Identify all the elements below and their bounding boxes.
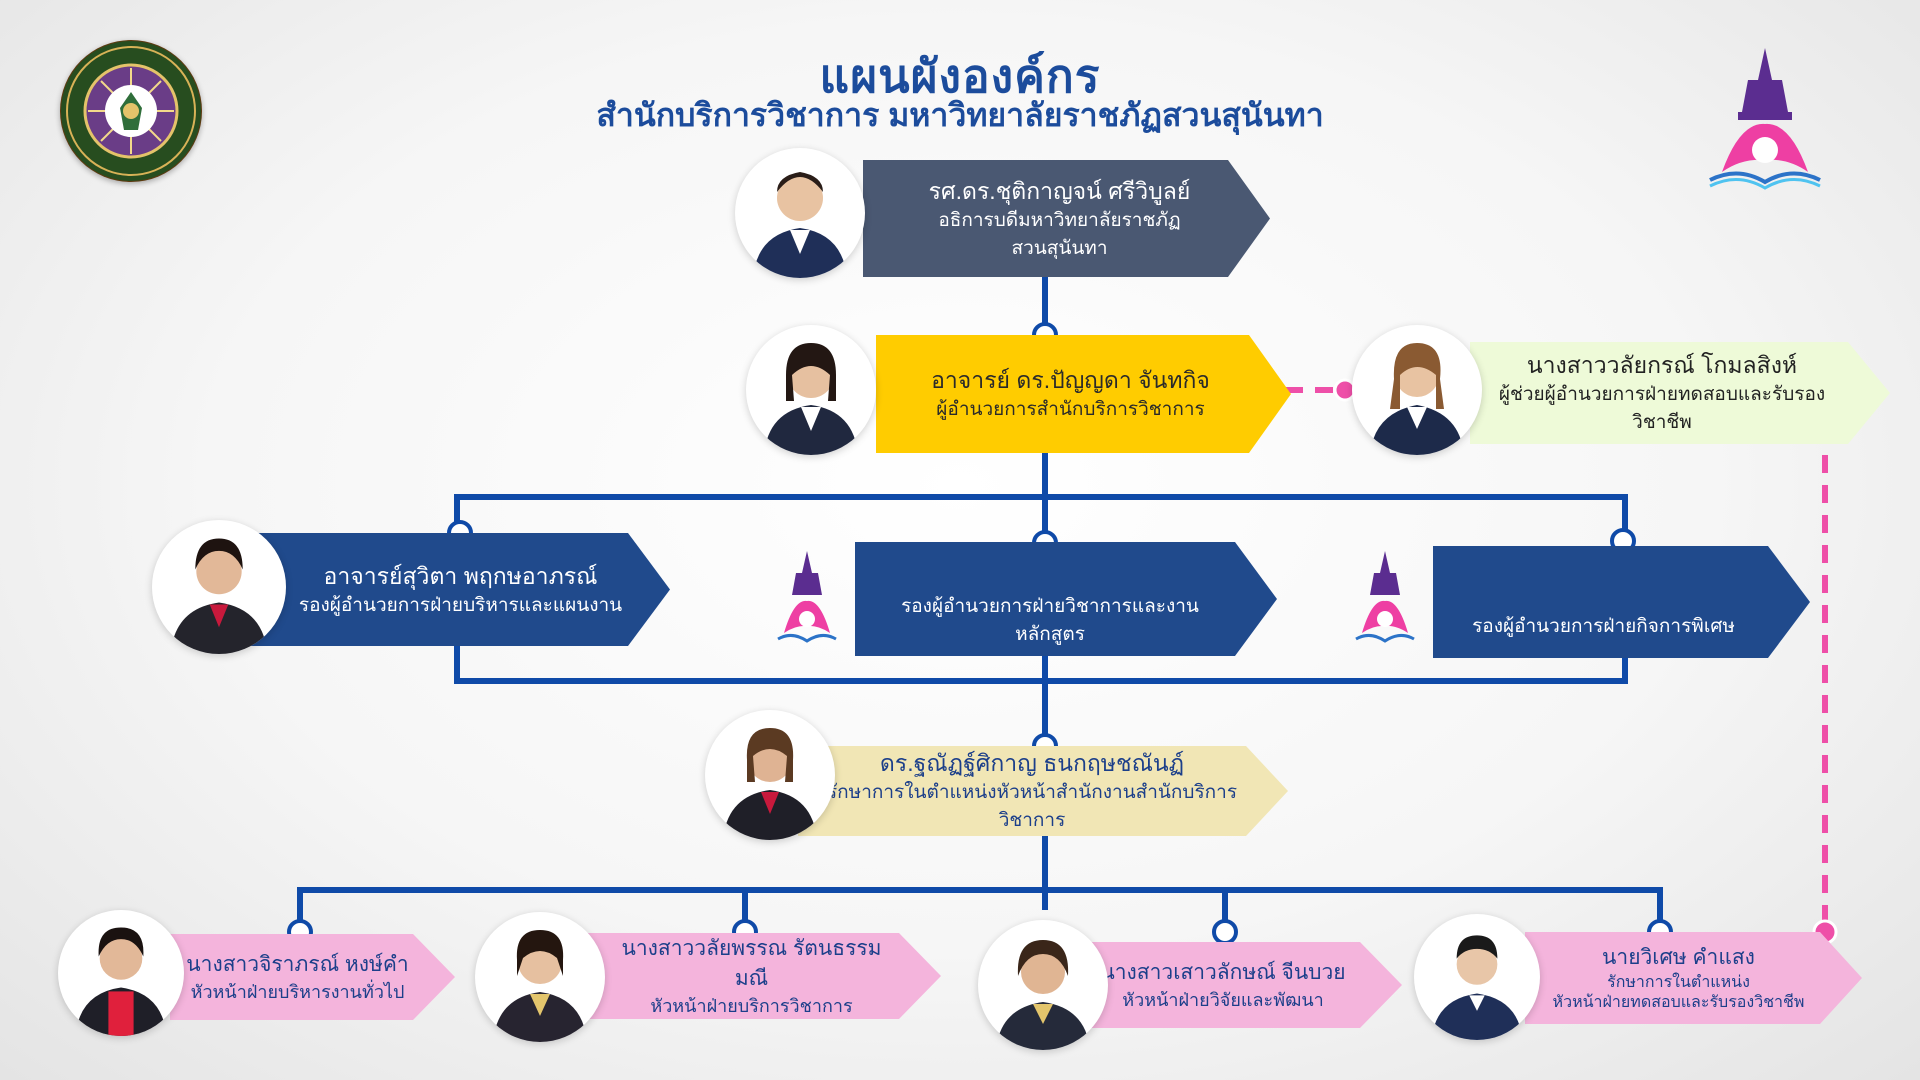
node-staff-academic-service: นางสาววลัยพรรณ รัตนธรรมมณี หัวหน้าฝ่ายบร… (586, 933, 941, 1019)
office-logo-placeholder (1340, 545, 1430, 655)
avatar-staff-general-admin (58, 910, 184, 1036)
avatar-staff-research (978, 920, 1108, 1050)
node-office-head: ดร.ฐณัฏฐ์ศิกาญ ธนกฤษชณันฏ์ รักษาการในตำแ… (798, 746, 1288, 836)
avatar-director (746, 325, 876, 455)
director-position: ผู้อำนวยการสำนักบริการวิชาการ (936, 399, 1205, 420)
page-subtitle: สำนักบริการวิชาการ มหาวิทยาลัยราชภัฏสวนส… (596, 97, 1324, 133)
assistant-director-position: ผู้ช่วยผู้อำนวยการฝ่ายทดสอบและรับรองวิชา… (1498, 384, 1826, 433)
connector-dot (1212, 919, 1238, 945)
node-deputy-special: รองผู้อำนวยการฝ่ายกิจการพิเศษ (1433, 546, 1810, 658)
university-seal-logo (60, 40, 202, 182)
deputy-academic-position: รองผู้อำนวยการฝ่ายวิชาการและงานหลักสูตร (901, 596, 1199, 645)
staff-position: หัวหน้าฝ่ายบริหารงานทั่วไป (190, 982, 405, 1002)
node-staff-research: นางสาวเสาวลักษณ์ จีนบวย หัวหน้าฝ่ายวิจัย… (1072, 942, 1402, 1028)
page-title: แผนผังองค์กร (819, 50, 1101, 102)
office-head-name: ดร.ฐณัฏฐ์ศิกาญ ธนกฤษชณันฏ์ (879, 750, 1185, 776)
avatar-office-head (705, 710, 835, 840)
node-deputy-admin: อาจารย์สุวิตา พฤกษอาภรณ์ รองผู้อำนวยการฝ… (245, 533, 670, 646)
staff-name: นายวิเศษ คำแสง (1602, 946, 1755, 969)
avatar-deputy-admin (152, 520, 286, 654)
staff-name: นางสาวเสาวลักษณ์ จีนบวย (1100, 961, 1346, 984)
director-name: อาจารย์ ดร.ปัญญดา จันทกิจ (931, 367, 1210, 393)
staff-name: นางสาววลัยพรรณ รัตนธรรมมณี (621, 937, 882, 990)
deputy-admin-position: รองผู้อำนวยการฝ่ายบริหารและแผนงาน (298, 594, 623, 616)
avatar-president (735, 148, 865, 278)
avatar-staff-testing (1414, 914, 1540, 1040)
assistant-director-name: นางสาววลัยกรณ์ โกมลสิงห์ (1526, 352, 1798, 378)
office-head-position: รักษาการในตำแหน่งหัวหน้าสำนักงานสำนักบริ… (826, 782, 1238, 831)
node-deputy-academic: รองผู้อำนวยการฝ่ายวิชาการและงานหลักสูตร (855, 542, 1277, 656)
staff-position: รักษาการในตำแหน่ง (1607, 974, 1750, 991)
staff-position: หัวหน้าฝ่ายบริการวิชาการ (650, 996, 853, 1016)
office-logo (1660, 40, 1870, 220)
node-staff-general-admin: นางสาวจิราภรณ์ หงษ์คำ หัวหน้าฝ่ายบริหารง… (170, 934, 455, 1020)
staff-name: นางสาวจิราภรณ์ หงษ์คำ (186, 953, 409, 976)
node-staff-testing: นายวิเศษ คำแสง รักษาการในตำแหน่ง หัวหน้า… (1525, 932, 1862, 1024)
avatar-staff-academic-service (475, 912, 605, 1042)
president-position: อธิการบดีมหาวิทยาลัยราชภัฏสวนสุนันทา (938, 209, 1181, 259)
staff-position-line2: หัวหน้าฝ่ายทดสอบและรับรองวิชาชีพ (1552, 994, 1805, 1011)
office-logo-placeholder (762, 545, 852, 655)
node-president: รศ.ดร.ชุติกาญจน์ ศรีวิบูลย์ อธิการบดีมหา… (863, 160, 1270, 277)
node-assistant-director: นางสาววลัยกรณ์ โกมลสิงห์ ผู้ช่วยผู้อำนวย… (1470, 342, 1890, 444)
staff-position: หัวหน้าฝ่ายวิจัยและพัฒนา (1122, 990, 1324, 1010)
president-name: รศ.ดร.ชุติกาญจน์ ศรีวิบูลย์ (928, 177, 1191, 204)
deputy-admin-name: อาจารย์สุวิตา พฤกษอาภรณ์ (323, 562, 598, 589)
avatar-assistant-director (1352, 325, 1482, 455)
deputy-special-position: รองผู้อำนวยการฝ่ายกิจการพิเศษ (1472, 616, 1735, 637)
node-director: อาจารย์ ดร.ปัญญดา จันทกิจ ผู้อำนวยการสำน… (876, 335, 1291, 453)
